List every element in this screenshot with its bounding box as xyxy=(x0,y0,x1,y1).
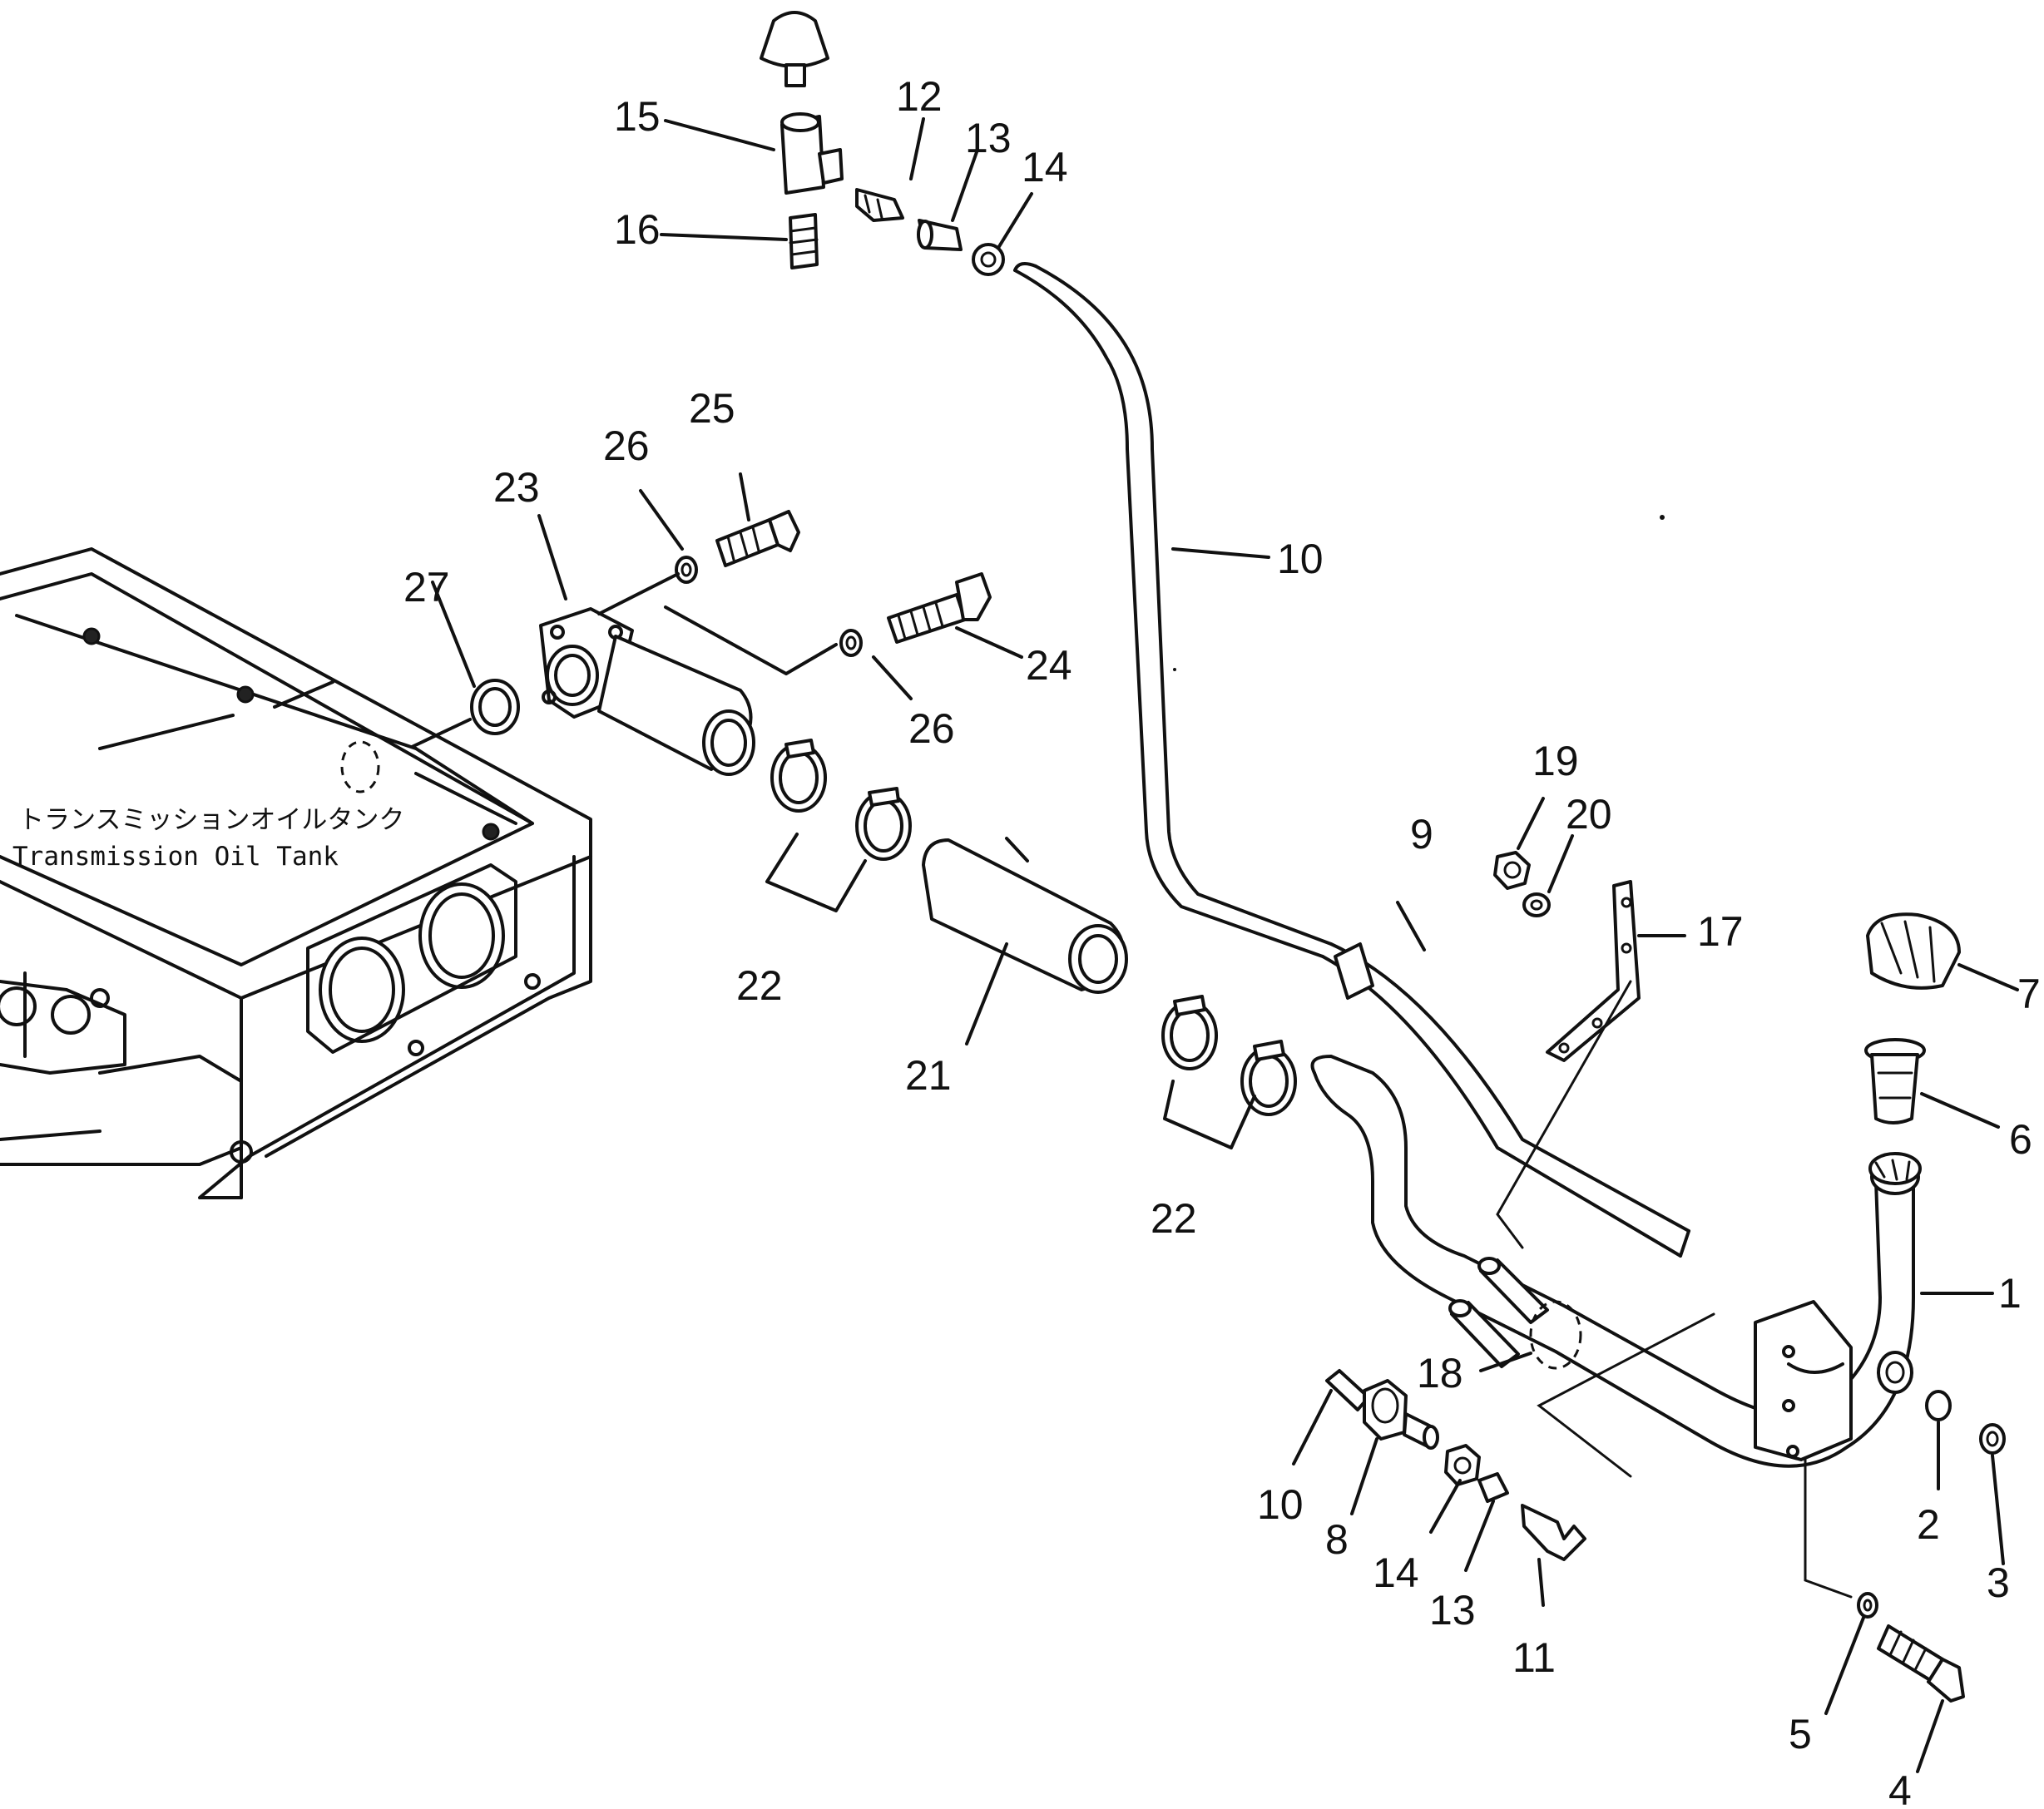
callout-21: 21 xyxy=(905,1052,952,1099)
tank-bolt-icon xyxy=(236,685,255,704)
bolt-4-head xyxy=(1927,1658,1965,1703)
leader-lines xyxy=(431,117,2019,1773)
speck xyxy=(1173,668,1176,671)
speck xyxy=(1660,515,1665,520)
tank-bolt-icon xyxy=(482,823,500,841)
washer-26-upper xyxy=(675,556,698,584)
callout-3: 3 xyxy=(1987,1559,2010,1606)
callout-9: 9 xyxy=(1410,811,1433,858)
callout-27: 27 xyxy=(403,564,450,610)
strainer-6 xyxy=(1864,1038,1926,1124)
callout-10-upper: 10 xyxy=(1277,536,1324,582)
nut-19 xyxy=(1493,851,1531,890)
tank-bolt-icon xyxy=(82,627,101,645)
dust-cap-icon xyxy=(760,11,829,68)
callout-24: 24 xyxy=(1026,642,1072,689)
callout-17: 17 xyxy=(1697,908,1744,955)
plug-2 xyxy=(1925,1390,1952,1421)
callout-15: 15 xyxy=(614,93,661,140)
callout-10-lower: 10 xyxy=(1257,1481,1304,1528)
clamp-pair-left xyxy=(765,739,912,912)
callout-12: 12 xyxy=(896,73,943,120)
callout-4: 4 xyxy=(1888,1767,1912,1809)
callout-numbers: 1 2 3 4 5 6 7 8 9 10 10 11 12 13 13 14 1… xyxy=(403,73,2041,1809)
cap-stem xyxy=(784,63,806,87)
flange-pipe-23 xyxy=(539,607,755,776)
callout-2: 2 xyxy=(1917,1501,1940,1548)
elbow-11 xyxy=(1521,1504,1586,1561)
bracket-plate xyxy=(1754,1300,1853,1461)
washer-26-lower xyxy=(839,629,863,657)
adapter-13-lower xyxy=(1477,1472,1509,1503)
callout-25: 25 xyxy=(689,385,735,432)
callout-26-upper: 26 xyxy=(603,423,650,469)
tank-label-english: Transmission Oil Tank xyxy=(12,842,339,872)
filler-pipe-1 xyxy=(1310,851,1922,1478)
bolt-25 xyxy=(715,518,779,567)
washer-20 xyxy=(1522,892,1551,917)
callout-14-upper: 14 xyxy=(1022,144,1068,190)
nut-14-lower xyxy=(1444,1444,1481,1486)
callout-26-lower: 26 xyxy=(908,705,955,752)
grommet-9 xyxy=(1334,942,1374,1000)
callout-22-right: 22 xyxy=(1151,1195,1197,1242)
pipe-boss xyxy=(1877,1351,1913,1394)
sight-window xyxy=(319,937,405,1043)
callout-13-lower: 13 xyxy=(1429,1587,1476,1634)
callout-8: 8 xyxy=(1325,1516,1349,1563)
tank-label-japanese: トランスミッションオイルタンク xyxy=(18,805,404,835)
filler-cap-icon xyxy=(1866,912,1961,990)
sight-window xyxy=(418,882,505,989)
callout-1: 1 xyxy=(1998,1270,2022,1317)
callout-16: 16 xyxy=(614,206,661,253)
callout-13-upper: 13 xyxy=(965,115,1012,161)
callout-23: 23 xyxy=(493,464,540,511)
washer-5 xyxy=(1857,1592,1878,1619)
tank-port-hidden xyxy=(340,740,380,793)
top-fittings xyxy=(760,11,1005,276)
tube-10 xyxy=(1013,261,1690,1258)
callout-22-left: 22 xyxy=(736,962,783,1009)
hose-21 xyxy=(922,838,1128,994)
callout-7: 7 xyxy=(2017,971,2041,1017)
callout-18: 18 xyxy=(1417,1350,1463,1396)
callout-14-lower: 14 xyxy=(1373,1550,1419,1596)
tube-end-10 xyxy=(1325,1369,1370,1411)
filler-cap-7 xyxy=(1866,912,1961,990)
lower-fittings xyxy=(1325,1369,1586,1561)
bracket-17 xyxy=(1546,880,1641,1062)
callout-19: 19 xyxy=(1532,738,1579,784)
callout-5: 5 xyxy=(1789,1711,1812,1757)
callout-6: 6 xyxy=(2009,1116,2032,1163)
callout-11: 11 xyxy=(1512,1634,1556,1681)
nut-14 xyxy=(972,243,1005,276)
washer-3 xyxy=(1979,1423,2006,1455)
transmission-oil-tank: トランスミッションオイルタンク Transmission Oil Tank xyxy=(0,547,592,1199)
clamp-pair-right xyxy=(1161,995,1297,1149)
callout-20: 20 xyxy=(1566,791,1612,838)
